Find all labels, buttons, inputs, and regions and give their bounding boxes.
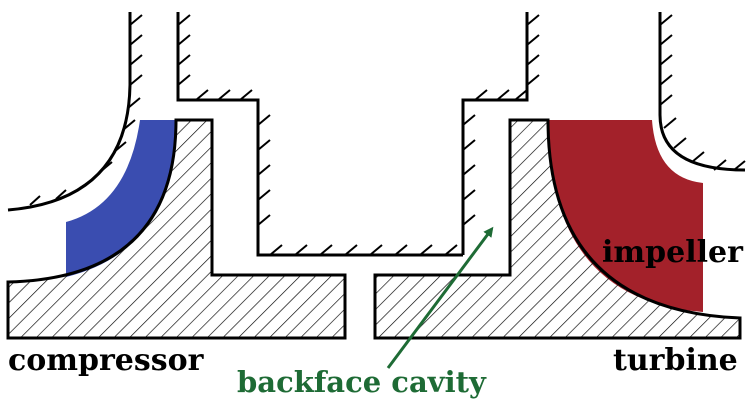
turbine-shroud-wall-hatch xyxy=(659,14,746,171)
impeller-label: impeller xyxy=(602,235,744,270)
housing-right-wall xyxy=(461,12,529,255)
housing-left-wall-hatch xyxy=(177,14,458,256)
turbine-impeller-solid xyxy=(373,118,742,340)
backface-cavity-arrow xyxy=(386,226,494,369)
compressor-label: compressor xyxy=(8,343,205,378)
housing-left-wall xyxy=(176,12,463,257)
compressor-shroud-wall-hatch xyxy=(29,14,143,206)
compressor-fluid-passage xyxy=(66,120,176,277)
turbine-shroud-wall xyxy=(658,12,746,172)
housing-right-wall-hatch xyxy=(462,14,540,226)
turbine-label: turbine xyxy=(613,343,738,378)
compressor-impeller-solid xyxy=(6,118,347,340)
backface-cavity-label: backface cavity xyxy=(237,365,487,399)
turbine-fluid-passage xyxy=(548,120,703,312)
compressor-shroud-wall xyxy=(7,12,132,212)
